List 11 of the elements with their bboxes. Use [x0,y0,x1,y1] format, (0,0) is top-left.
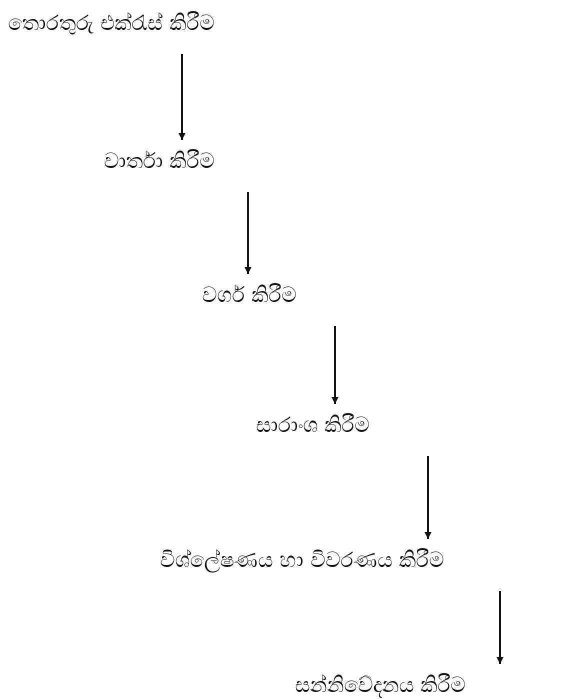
arrow [244,192,252,274]
step-text: වාර්තා කිරීම [104,146,264,176]
arrow [178,54,186,140]
arrow [332,326,338,404]
step-text: සන්නිවේදනය කිරීම [295,670,530,699]
arrow [424,456,432,539]
arrow [496,591,504,664]
step-text: තොරතුරු එක්රැස් කිරීම [8,8,338,38]
step-text: සාරාංශ කිරීම [256,410,441,440]
step-text: විශ්ලේෂණය හා විවරණය කිරීම [160,545,570,575]
step-text: වර්ග කිරීම [202,280,347,310]
